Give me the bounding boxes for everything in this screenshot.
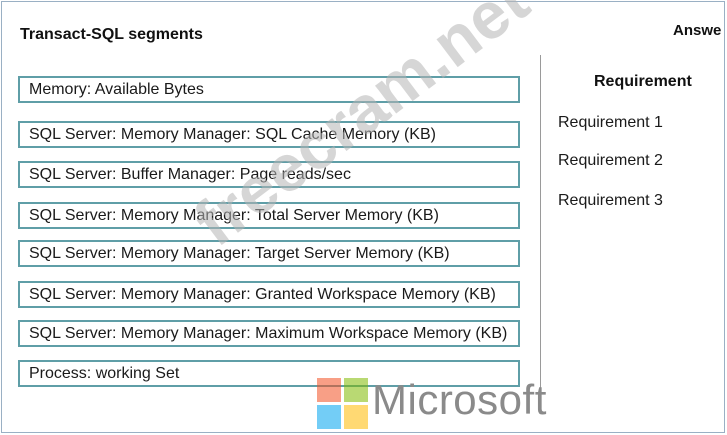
segment-item-maximum-workspace-memory[interactable]: SQL Server: Memory Manager: Maximum Work… — [18, 320, 520, 347]
segment-item-target-server-memory[interactable]: SQL Server: Memory Manager: Target Serve… — [18, 240, 520, 267]
segment-item-sql-cache-memory[interactable]: SQL Server: Memory Manager: SQL Cache Me… — [18, 121, 520, 148]
requirement-1-label: Requirement 1 — [558, 114, 663, 131]
requirement-header: Requirement — [594, 73, 692, 90]
segment-item-page-reads[interactable]: SQL Server: Buffer Manager: Page reads/s… — [18, 161, 520, 188]
microsoft-logo-icon — [317, 378, 368, 429]
microsoft-wordmark: Microsoft — [372, 376, 547, 423]
answer-area-title: Answe — [673, 22, 722, 39]
segment-item-granted-workspace-memory[interactable]: SQL Server: Memory Manager: Granted Work… — [18, 281, 520, 308]
requirement-2-label: Requirement 2 — [558, 152, 663, 169]
segment-item-total-server-memory[interactable]: SQL Server: Memory Manager: Total Server… — [18, 202, 520, 229]
segments-title: Transact-SQL segments — [20, 26, 203, 43]
requirement-3-label: Requirement 3 — [558, 192, 663, 209]
segment-item-memory-available-bytes[interactable]: Memory: Available Bytes — [18, 76, 520, 103]
column-divider — [540, 55, 541, 395]
segment-item-process-working-set[interactable]: Process: working Set — [18, 360, 520, 387]
